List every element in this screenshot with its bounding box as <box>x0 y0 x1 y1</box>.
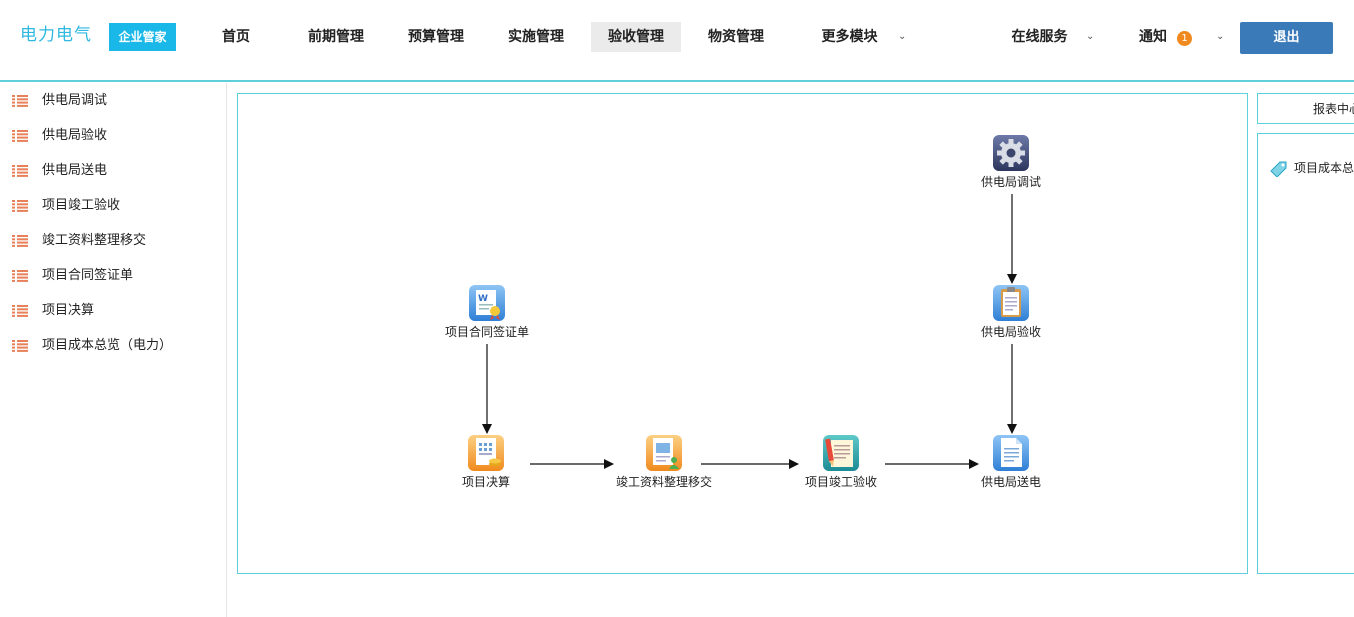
chevron-down-icon[interactable]: ⌄ <box>898 31 907 42</box>
sidebar-item-label: 竣工资料整理移交 <box>42 233 147 248</box>
list-icon <box>12 270 28 282</box>
flow-node-debug[interactable]: 供电局调试 <box>951 134 1071 190</box>
sidebar-item-debug[interactable]: 供电局调试 <box>0 90 226 112</box>
nav-home[interactable]: 首页 <box>222 29 250 45</box>
brand-name[interactable]: 电力电气 <box>20 25 92 45</box>
sidebar-item-label: 项目成本总览（电力） <box>42 338 173 353</box>
flow-node-settlement[interactable]: 项目决算 <box>426 434 546 490</box>
sidebar-item-label: 项目合同签证单 <box>42 268 134 283</box>
sidebar-item-completion[interactable]: 项目竣工验收 <box>0 195 226 217</box>
chevron-down-icon[interactable]: ⌄ <box>1086 31 1095 42</box>
top-header: 电力电气 企业管家 首页 前期管理 预算管理 实施管理 验收管理 物资管理 更多… <box>0 0 1354 82</box>
calculator-report-icon <box>468 435 504 471</box>
workflow-panel: W 项目合同签证单 项目决算 <box>237 93 1248 574</box>
flow-node-completion[interactable]: 项目竣工验收 <box>781 434 901 490</box>
list-icon <box>12 235 28 247</box>
flow-node-label: 项目竣工验收 <box>804 475 877 489</box>
notepad-pencil-icon <box>823 435 859 471</box>
flow-node-contract[interactable]: W 项目合同签证单 <box>427 284 547 340</box>
sidebar-item-cost-overview[interactable]: 项目成本总览（电力） <box>0 335 226 357</box>
sidebar-item-label: 供电局调试 <box>42 93 108 108</box>
sidebar-item-label: 项目竣工验收 <box>42 198 121 213</box>
gear-icon <box>993 135 1029 171</box>
flow-node-label: 供电局验收 <box>980 325 1041 339</box>
sidebar: 供电局调试 供电局验收 供电局送电 项目竣工验收 竣工资料整理移交 项目合同签证… <box>0 83 227 617</box>
nav-implementation[interactable]: 实施管理 <box>508 29 564 45</box>
sidebar-item-power[interactable]: 供电局送电 <box>0 160 226 182</box>
brand-badge: 企业管家 <box>109 23 176 51</box>
sidebar-item-settlement[interactable]: 项目决算 <box>0 300 226 322</box>
list-icon <box>12 340 28 352</box>
list-icon <box>12 165 28 177</box>
notice-menu[interactable]: 通知 <box>1139 29 1167 45</box>
list-icon <box>12 200 28 212</box>
flow-node-label: 项目合同签证单 <box>444 325 529 339</box>
nav-materials[interactable]: 物资管理 <box>708 29 764 45</box>
svg-text:W: W <box>478 294 488 304</box>
sidebar-item-acceptance[interactable]: 供电局验收 <box>0 125 226 147</box>
report-center-header[interactable]: 报表中心 <box>1257 93 1354 124</box>
handover-document-icon <box>646 435 682 471</box>
sidebar-item-label: 供电局验收 <box>42 128 108 143</box>
report-center-panel: 项目成本总览 <box>1257 133 1354 574</box>
document-table-icon <box>993 435 1029 471</box>
list-icon <box>12 95 28 107</box>
contract-document-icon: W <box>469 285 505 321</box>
flow-node-handover[interactable]: 竣工资料整理移交 <box>604 434 724 490</box>
flow-node-label: 项目决算 <box>461 475 510 489</box>
notice-count-badge: 1 <box>1177 31 1192 46</box>
list-icon <box>12 305 28 317</box>
flow-node-label: 供电局送电 <box>980 475 1041 489</box>
sidebar-item-contract[interactable]: 项目合同签证单 <box>0 265 226 287</box>
flow-arrows <box>482 194 1017 469</box>
list-icon <box>12 130 28 142</box>
sidebar-item-handover[interactable]: 竣工资料整理移交 <box>0 230 226 252</box>
nav-more-modules[interactable]: 更多模块 <box>821 29 878 45</box>
flow-node-power[interactable]: 供电局送电 <box>951 434 1071 490</box>
sidebar-item-label: 供电局送电 <box>42 163 108 178</box>
nav-acceptance[interactable]: 验收管理 <box>591 22 681 52</box>
sidebar-item-label: 项目决算 <box>42 303 95 318</box>
flow-node-label: 供电局调试 <box>980 175 1041 189</box>
nav-budget[interactable]: 预算管理 <box>408 29 464 45</box>
nav-preliminary[interactable]: 前期管理 <box>308 29 364 45</box>
logout-button[interactable]: 退出 <box>1240 22 1333 54</box>
flow-node-acceptance[interactable]: 供电局验收 <box>951 284 1071 340</box>
flow-node-label: 竣工资料整理移交 <box>615 475 712 489</box>
chevron-down-icon[interactable]: ⌄ <box>1216 31 1225 42</box>
report-item-label: 项目成本总览 <box>1294 161 1354 175</box>
clipboard-icon <box>993 285 1029 321</box>
online-service-menu[interactable]: 在线服务 <box>1011 29 1068 45</box>
tag-icon <box>1270 161 1287 177</box>
